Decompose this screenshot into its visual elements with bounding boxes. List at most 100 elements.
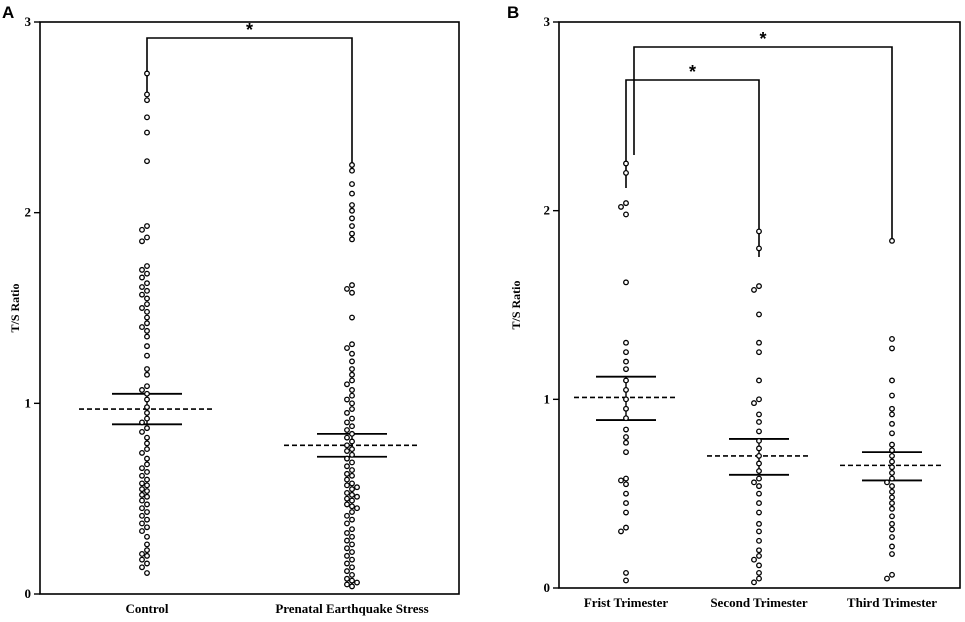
y-tick-label: 3 [544,14,551,29]
data-point-prenatal-earthquake-stress [344,568,350,575]
data-point-control [144,301,150,308]
data-point-frist-trimester [623,366,629,373]
data-point-control [144,114,150,121]
data-point-prenatal-earthquake-stress [349,415,355,422]
data-point-control [144,533,150,540]
significance-bracket [633,46,893,238]
data-point-control [144,516,150,523]
data-point-control [144,455,150,462]
data-point-third-trimester [889,520,895,527]
data-point-frist-trimester [623,405,629,412]
data-point-prenatal-earthquake-stress [349,350,355,357]
data-point-third-trimester [889,447,895,454]
data-point-prenatal-earthquake-stress [344,396,350,403]
data-point-frist-trimester [623,349,629,356]
data-point-second-trimester [756,419,762,425]
data-point-third-trimester [889,345,895,352]
data-point-frist-trimester [623,475,629,482]
data-point-control [139,428,145,435]
data-point-second-trimester [756,528,762,535]
data-point-prenatal-earthquake-stress [349,533,355,540]
data-point-second-trimester [756,283,762,290]
data-point-control [144,560,150,567]
data-point-prenatal-earthquake-stress [349,577,355,584]
data-point-second-trimester [756,311,762,318]
data-point-control [144,541,150,548]
data-point-prenatal-earthquake-stress [344,285,350,292]
data-point-prenatal-earthquake-stress [349,387,355,393]
data-point-prenatal-earthquake-stress [349,181,355,188]
data-point-third-trimester [889,452,895,459]
data-point-third-trimester [889,494,895,501]
data-point-prenatal-earthquake-stress [349,451,355,458]
data-point-third-trimester [889,420,895,427]
data-point-control [144,493,150,500]
data-point-frist-trimester [623,160,629,167]
data-point-second-trimester [756,428,762,435]
data-point-control [144,270,150,277]
data-point-prenatal-earthquake-stress [349,215,355,222]
data-point-control [139,551,145,557]
data-point-second-trimester [756,460,762,467]
significance-star: * [759,29,766,49]
panel-a-frame [39,21,460,595]
data-point-second-trimester [756,547,762,554]
y-tick-label: 1 [25,395,32,410]
data-point-control [144,434,150,441]
data-point-frist-trimester [623,358,629,365]
data-point-control [139,449,145,456]
y-tick-label: 0 [25,586,32,601]
data-point-control [139,238,145,245]
data-point-control [144,383,150,390]
panel-b-significance: ** [625,29,893,257]
data-point-control [144,366,150,372]
data-point-third-trimester [889,571,895,578]
data-point-second-trimester [756,411,762,418]
data-point-control [139,480,145,487]
data-point-second-trimester [756,349,762,356]
data-point-third-trimester [884,575,890,582]
data-point-prenatal-earthquake-stress [349,289,355,296]
data-point-control [139,266,145,273]
x-tick-label-frist-trimester: Frist Trimester [584,595,669,610]
data-point-third-trimester [889,500,895,507]
data-point-prenatal-earthquake-stress [349,223,355,229]
data-point-control [144,263,150,270]
data-point-prenatal-earthquake-stress [349,371,355,378]
data-point-prenatal-earthquake-stress [349,564,355,571]
data-point-prenatal-earthquake-stress [349,438,355,445]
significance-star: * [689,62,696,82]
significance-star: * [246,20,253,40]
data-point-third-trimester [889,505,895,512]
data-point-control [144,280,150,287]
data-point-third-trimester [889,336,895,342]
data-point-control [144,91,150,98]
data-point-second-trimester [756,339,762,346]
data-point-control [139,387,145,393]
data-point-prenatal-earthquake-stress [349,480,355,487]
data-point-control [139,419,145,426]
data-point-control [144,482,150,489]
data-point-third-trimester [889,464,895,471]
x-tick-label-third-trimester: Third Trimester [847,595,937,610]
data-point-prenatal-earthquake-stress [344,434,350,441]
data-point-third-trimester [889,377,895,384]
data-point-third-trimester [889,513,895,520]
data-point-frist-trimester [618,477,624,484]
data-point-prenatal-earthquake-stress [344,501,350,508]
data-point-prenatal-earthquake-stress [354,505,360,512]
data-point-prenatal-earthquake-stress [349,467,355,474]
x-tick-label-second-trimester: Second Trimester [710,595,808,610]
data-point-second-trimester [756,520,762,527]
data-point-second-trimester [751,556,757,563]
data-point-third-trimester [889,411,895,418]
data-point-prenatal-earthquake-stress [349,377,355,384]
data-point-frist-trimester [618,528,624,535]
data-point-prenatal-earthquake-stress [349,556,355,563]
data-point-prenatal-earthquake-stress [349,423,355,430]
data-point-prenatal-earthquake-stress [344,530,350,536]
data-point-third-trimester [884,479,890,486]
